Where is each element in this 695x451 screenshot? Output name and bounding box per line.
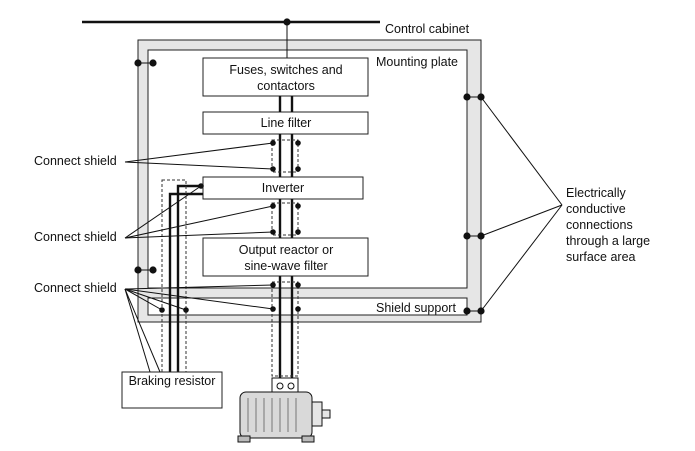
mounting-plate-label: Mounting plate bbox=[376, 55, 458, 69]
ground-dot bbox=[149, 59, 157, 67]
line-filter-label: Line filter bbox=[261, 116, 312, 130]
callout-line bbox=[124, 288, 161, 373]
callout-line bbox=[480, 204, 563, 312]
ground-dot bbox=[149, 266, 157, 274]
shield-dot bbox=[295, 282, 301, 288]
braking-resistor-label: Braking resistor bbox=[129, 374, 216, 388]
shield-dot bbox=[295, 166, 301, 172]
callout-line bbox=[124, 288, 187, 311]
braking-cable bbox=[176, 184, 203, 372]
callout-line bbox=[124, 288, 151, 373]
callout-line bbox=[124, 161, 274, 170]
cable-shield bbox=[271, 281, 299, 377]
callout-line bbox=[124, 288, 163, 311]
shield-support-label: Shield support bbox=[376, 301, 456, 315]
fuses-label-2: contactors bbox=[257, 79, 315, 93]
output-reactor-label-1: Output reactor or bbox=[239, 243, 334, 257]
output-reactor-label-2: sine-wave filter bbox=[244, 259, 327, 273]
ground-dot bbox=[134, 266, 142, 274]
shield-dot bbox=[295, 140, 301, 146]
braking-resistor-box bbox=[121, 371, 223, 409]
callout-line bbox=[480, 204, 563, 237]
control-cabinet-label: Control cabinet bbox=[385, 22, 470, 36]
shield-support-bar bbox=[147, 297, 468, 316]
ground-dot bbox=[134, 59, 142, 67]
output-reactor-box bbox=[202, 237, 369, 277]
callout-line bbox=[124, 284, 274, 290]
ground-dot bbox=[463, 93, 471, 101]
callout-line bbox=[480, 96, 563, 206]
motor-icon bbox=[237, 377, 331, 443]
callout-line bbox=[124, 205, 274, 239]
callout-line bbox=[124, 142, 274, 163]
shield-dot bbox=[295, 203, 301, 209]
cable-shield bbox=[271, 202, 299, 236]
callout-line bbox=[124, 185, 202, 239]
electrically-label-3: connections bbox=[566, 218, 633, 232]
connect-shield-label-1: Connect shield bbox=[34, 154, 117, 168]
braking-cable bbox=[168, 192, 203, 372]
electrically-label-1: Electrically bbox=[566, 186, 626, 200]
connect-shield-label-2: Connect shield bbox=[34, 230, 117, 244]
fuses-box bbox=[202, 57, 369, 97]
callout-line bbox=[124, 231, 274, 239]
connect-shield-label-3: Connect shield bbox=[34, 281, 117, 295]
ground-dot bbox=[463, 232, 471, 240]
electrically-label-2: conductive bbox=[566, 202, 626, 216]
inverter-box bbox=[202, 176, 364, 200]
electrically-label-4: through a large bbox=[566, 234, 650, 248]
electrically-label-5: surface area bbox=[566, 250, 636, 264]
ground-dot bbox=[463, 307, 471, 315]
line-filter-box bbox=[202, 111, 369, 135]
fuses-label-1: Fuses, switches and bbox=[229, 63, 342, 77]
cable-shield bbox=[271, 139, 299, 173]
callout-line bbox=[124, 288, 274, 310]
shield-dot bbox=[295, 306, 301, 312]
inverter-label: Inverter bbox=[262, 181, 304, 195]
shield-dot bbox=[295, 229, 301, 235]
